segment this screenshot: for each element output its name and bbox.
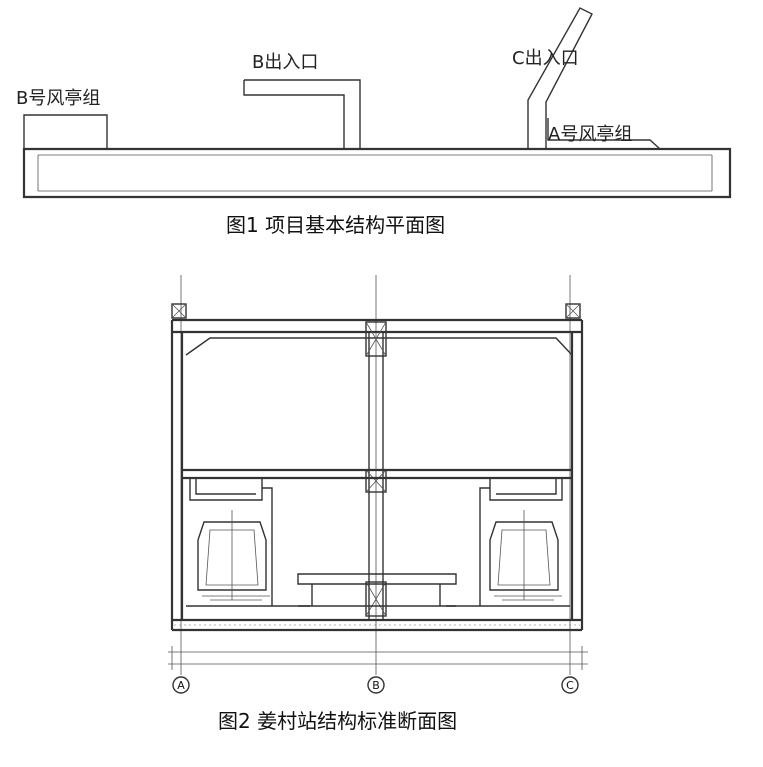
svg-text:C: C xyxy=(566,679,574,692)
b-entrance-corridor xyxy=(243,79,361,149)
figure1-caption: 图1 项目基本结构平面图 xyxy=(226,213,445,237)
svg-text:B: B xyxy=(372,679,380,692)
station-inner-line xyxy=(37,154,713,192)
hall-ceiling xyxy=(185,337,573,356)
bottom-slab xyxy=(172,618,582,632)
a-vent-label: A号风亭组 xyxy=(548,124,632,145)
column-marker-right xyxy=(565,303,581,319)
left-platform-beam xyxy=(189,478,273,606)
b-vent-box xyxy=(23,114,108,149)
right-train xyxy=(489,510,562,601)
figure2-section: A B C 图2 姜村站结构标准断面图 xyxy=(168,275,588,733)
left-wall xyxy=(170,320,184,630)
axis-bubble-a: A xyxy=(172,676,190,694)
a-vent-line xyxy=(547,118,661,150)
b-vent-label: B号风亭组 xyxy=(16,88,100,109)
top-slab xyxy=(172,318,582,334)
c-entrance-label: C出入口 xyxy=(512,48,579,69)
axis-bubble-b: B xyxy=(367,676,385,694)
right-platform-beam xyxy=(479,478,563,606)
right-wall xyxy=(570,320,584,630)
middle-slab xyxy=(182,468,572,480)
center-column-marker-bottom xyxy=(365,581,387,617)
figure1-plan: B号风亭组 B出入口 C出入口 A号风亭组 图1 项目基本结构平面图 xyxy=(16,7,732,237)
figure2-caption: 图2 姜村站结构标准断面图 xyxy=(218,709,457,733)
b-entrance-label: B出入口 xyxy=(252,52,318,73)
column-marker-left xyxy=(171,303,187,319)
left-train xyxy=(197,510,270,601)
center-platform-box xyxy=(297,573,457,607)
c-entrance-corridor xyxy=(527,7,593,149)
station-body xyxy=(22,147,732,199)
center-column xyxy=(368,332,384,620)
axis-bubble-c: C xyxy=(561,676,579,694)
center-column-marker-top xyxy=(365,321,387,357)
dimension-lines xyxy=(168,646,588,670)
svg-text:A: A xyxy=(177,679,185,692)
